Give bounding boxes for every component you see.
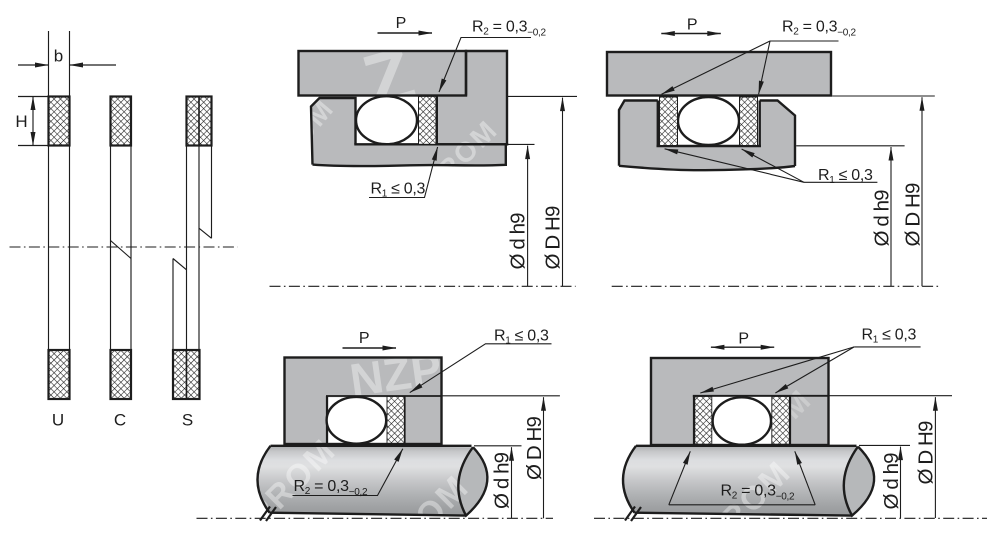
svg-text:P: P — [738, 331, 748, 348]
svg-text:Ø D H9: Ø D H9 — [902, 183, 925, 246]
svg-text:Ø d h9: Ø d h9 — [490, 452, 513, 509]
svg-text:H: H — [15, 112, 27, 131]
svg-text:U: U — [52, 411, 64, 430]
svg-text:R1 ≤ 0,3: R1 ≤ 0,3 — [494, 328, 549, 347]
svg-text:R2 = 0,3−0,2: R2 = 0,3−0,2 — [782, 19, 856, 39]
svg-text:R1 ≤ 0,3: R1 ≤ 0,3 — [818, 167, 873, 186]
svg-text:R1 ≤ 0,3: R1 ≤ 0,3 — [371, 181, 426, 200]
svg-text:S: S — [182, 411, 193, 430]
svg-text:P: P — [396, 15, 406, 32]
svg-text:C: C — [114, 411, 126, 430]
svg-text:P: P — [359, 330, 369, 347]
svg-text:Ø D H9: Ø D H9 — [541, 206, 564, 269]
svg-text:b: b — [54, 47, 63, 66]
svg-text:Ø D H9: Ø D H9 — [915, 421, 938, 484]
svg-text:Ø d h9: Ø d h9 — [880, 453, 903, 510]
svg-text:Ø d h9: Ø d h9 — [506, 213, 529, 270]
svg-text:R1 ≤ 0,3: R1 ≤ 0,3 — [862, 327, 917, 346]
svg-text:Ø d h9: Ø d h9 — [870, 190, 893, 247]
svg-text:P: P — [687, 17, 697, 34]
svg-text:Ø D H9: Ø D H9 — [523, 417, 546, 480]
